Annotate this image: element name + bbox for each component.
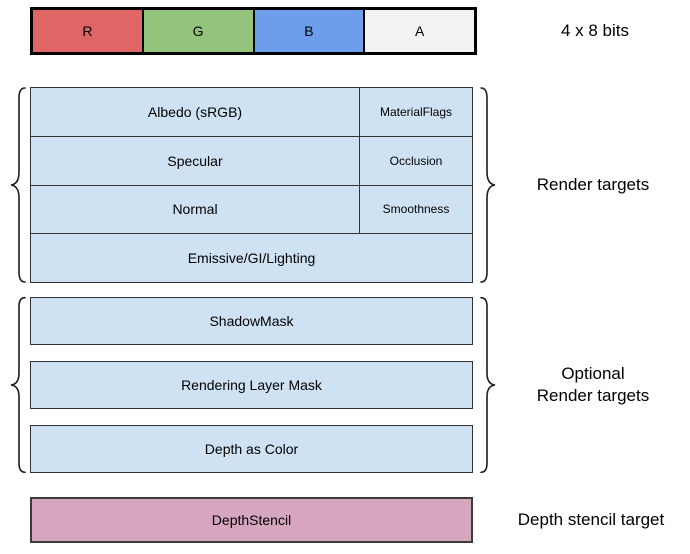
left-brace-optional-targets: [6, 295, 28, 475]
format-bar: R G B A: [30, 7, 477, 55]
optional-targets-group-label-line1: Optional: [561, 364, 625, 383]
channel-cell-b: B: [252, 10, 364, 52]
optional-target-depth-as-color: Depth as Color: [30, 425, 473, 473]
render-target-label-albedo: Albedo (sRGB): [147, 103, 243, 120]
render-target-row-albedo: Albedo (sRGB) MaterialFlags: [31, 88, 472, 137]
depth-stencil-box: DepthStencil: [30, 497, 473, 543]
channel-cell-g: G: [141, 10, 253, 52]
left-brace-render-targets: [6, 85, 28, 285]
optional-target-shadowmask: ShadowMask: [30, 297, 473, 345]
render-target-row-normal: Normal Smoothness: [31, 185, 472, 235]
channel-cell-a: A: [363, 10, 474, 52]
optional-target-rendering-layer-mask: Rendering Layer Mask: [30, 361, 473, 409]
render-targets-group-label-text: Render targets: [536, 175, 650, 194]
render-targets-grid: Albedo (sRGB) MaterialFlags Specular Occ…: [30, 87, 473, 283]
optional-targets-group-label-line2: Render targets: [536, 386, 650, 405]
optional-targets-group-label: Optional Render targets: [500, 295, 686, 475]
right-brace-optional-targets: [478, 295, 500, 475]
render-target-row-specular: Specular Occlusion: [31, 136, 472, 186]
alpha-channel-label-smoothness: Smoothness: [359, 185, 472, 234]
render-target-row-emissive: Emissive/GI/Lighting: [31, 234, 472, 282]
alpha-channel-label-occlusion: Occlusion: [359, 136, 472, 185]
channel-cell-r: R: [33, 10, 142, 52]
render-target-label-specular: Specular: [167, 152, 223, 169]
depth-stencil-group-label: Depth stencil target: [517, 510, 665, 529]
format-bits-label: 4 x 8 bits: [560, 21, 630, 40]
render-targets-group-label: Render targets: [500, 87, 686, 283]
right-brace-render-targets: [478, 85, 500, 285]
alpha-channel-label-materialflags: MaterialFlags: [359, 88, 472, 136]
render-target-label-normal: Normal: [172, 201, 218, 218]
render-target-label-emissive: Emissive/GI/Lighting: [187, 250, 316, 267]
